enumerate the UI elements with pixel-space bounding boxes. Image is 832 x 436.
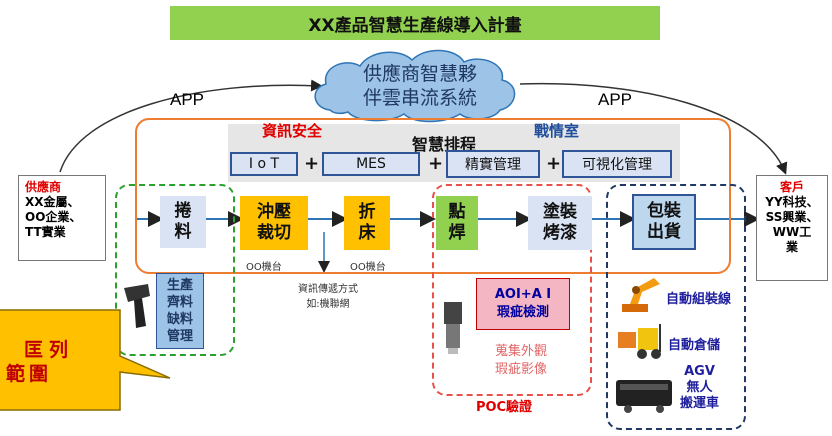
security-label: 資訊安全 bbox=[262, 122, 323, 140]
supplier-heading: 供應商 bbox=[25, 180, 62, 194]
step-bending: 折床 bbox=[344, 196, 390, 250]
agv-line: 無人 bbox=[686, 380, 713, 395]
machine-label: OO機台 bbox=[350, 262, 386, 273]
automation-region bbox=[606, 184, 746, 430]
shortage-management-box: 生產 齊料 缺料 管理 bbox=[156, 273, 204, 349]
step-text: 點 bbox=[448, 202, 466, 222]
aoi-collect-note: 蒐集外觀 瑕疵影像 bbox=[466, 343, 576, 379]
page-title: XX產品智慧生產線導入計畫 bbox=[170, 6, 660, 40]
customer-line: SS興業、 bbox=[765, 210, 819, 224]
customer-box: 客戶 YY科技、 SS興業、 WW工 業 bbox=[756, 175, 828, 281]
step-text: 料 bbox=[174, 222, 192, 242]
customer-line: 業 bbox=[785, 240, 798, 254]
aoi-collect-line: 蒐集外觀 bbox=[494, 344, 547, 359]
step-text: 烤漆 bbox=[543, 223, 577, 243]
step-text: 包裝 bbox=[647, 201, 681, 221]
shortage-text: 缺料 bbox=[166, 312, 193, 327]
camera-icon bbox=[444, 302, 462, 354]
customer-line: YY科技、 bbox=[765, 195, 819, 209]
robot-arm-icon bbox=[622, 278, 660, 312]
step-text: 塗裝 bbox=[543, 202, 577, 222]
cloud-line-1: 供應商智慧夥 bbox=[362, 63, 477, 85]
shortage-text: 管理 bbox=[166, 329, 193, 344]
app-label-right: APP bbox=[598, 90, 633, 109]
machine-label: OO機台 bbox=[246, 262, 282, 273]
assembly-line-label: 自動組裝線 bbox=[666, 292, 732, 307]
cloud-line-2: 伴雲串流系統 bbox=[362, 87, 477, 109]
scope-callout-text: 匡列 範圍 bbox=[6, 338, 74, 386]
supplier-box: 供應商 XX金屬、 OO企業、 TT實業 bbox=[18, 175, 106, 261]
step-text: 焊 bbox=[448, 223, 466, 243]
visual-box: 可視化管理 bbox=[562, 150, 672, 178]
step-text: 捲 bbox=[174, 201, 192, 221]
agv-line: 搬運車 bbox=[680, 396, 720, 411]
step-welding: 點焊 bbox=[436, 196, 478, 250]
app-label-left: APP bbox=[170, 90, 205, 109]
step-stamping: 沖壓裁切 bbox=[240, 196, 308, 250]
plus-sign: + bbox=[546, 153, 562, 174]
step-text: 折 bbox=[358, 202, 376, 222]
supplier-line: OO企業、 bbox=[25, 210, 82, 224]
iot-box: I o T bbox=[230, 152, 298, 176]
agv-icon bbox=[616, 380, 672, 413]
supplier-line: XX金屬、 bbox=[25, 195, 80, 209]
step-packing: 包裝出貨 bbox=[632, 194, 696, 250]
mes-box: MES bbox=[322, 152, 420, 176]
customer-line: WW工 bbox=[772, 225, 812, 239]
agv-label: AGV 無人 搬運車 bbox=[680, 364, 719, 412]
cloud-label: 供應商智慧夥 伴雲串流系統 bbox=[325, 62, 515, 110]
step-text: 床 bbox=[358, 223, 376, 243]
lean-box: 精實管理 bbox=[446, 150, 540, 178]
agv-line: AGV bbox=[684, 364, 715, 379]
poc-region bbox=[432, 184, 592, 396]
aoi-collect-line: 瑕疵影像 bbox=[494, 362, 547, 377]
forklift-icon bbox=[618, 324, 661, 359]
supplier-line: TT實業 bbox=[25, 225, 66, 239]
step-coil: 捲料 bbox=[160, 196, 206, 248]
shortage-text: 齊料 bbox=[166, 295, 193, 310]
transmission-note: 資訊傳遞方式 如:機聯網 bbox=[278, 280, 378, 310]
step-text: 出貨 bbox=[647, 222, 681, 242]
step-text: 裁切 bbox=[257, 223, 291, 243]
scheduling-label: 智慧排程 bbox=[412, 135, 477, 154]
plus-sign: + bbox=[304, 153, 320, 174]
plus-sign: + bbox=[428, 153, 444, 174]
poc-label: POC驗證 bbox=[475, 400, 533, 415]
warehouse-label: 自動倉儲 bbox=[668, 338, 721, 353]
step-text: 沖壓 bbox=[257, 202, 291, 222]
transmission-line: 資訊傳遞方式 bbox=[298, 284, 358, 295]
shortage-text: 生產 bbox=[166, 278, 193, 293]
transmission-line: 如:機聯網 bbox=[306, 299, 350, 310]
aoi-text: AOI+A I bbox=[494, 287, 552, 302]
aoi-box: AOI+A I 瑕疵檢測 bbox=[476, 278, 570, 330]
green-region bbox=[115, 184, 235, 356]
barcode-scanner-icon bbox=[124, 284, 150, 328]
callout-line: 匡列 bbox=[24, 339, 75, 361]
warroom-label: 戰情室 bbox=[534, 122, 580, 140]
scope-callout bbox=[0, 309, 171, 411]
customer-heading: 客戶 bbox=[779, 180, 804, 194]
step-painting: 塗裝烤漆 bbox=[528, 196, 592, 250]
callout-line: 範圍 bbox=[6, 363, 53, 385]
aoi-text: 瑕疵檢測 bbox=[496, 305, 549, 320]
